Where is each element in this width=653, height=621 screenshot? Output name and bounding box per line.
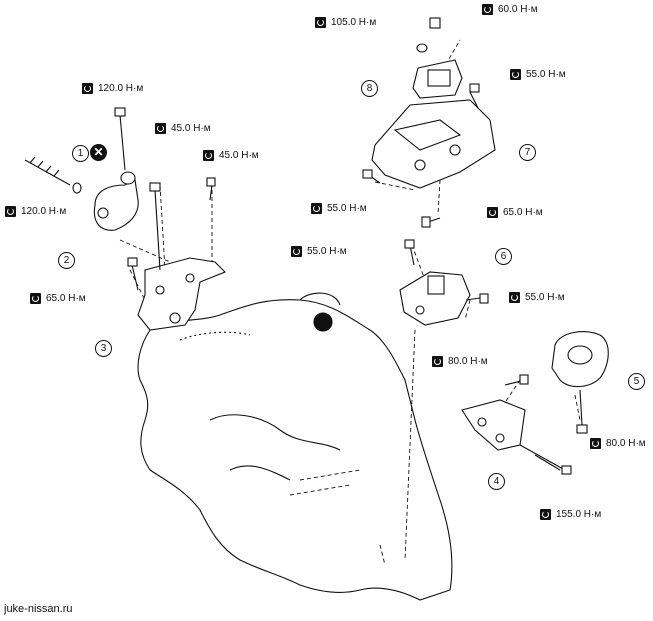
torque-label-55-left: 55.0 Н·м (311, 203, 367, 214)
torque-label-45-b: 45.0 Н·м (203, 150, 259, 161)
torque-value: 65.0 Н·м (46, 293, 86, 304)
torque-label-105: 105.0 Н·м (315, 17, 376, 28)
callout-6: 6 (495, 248, 512, 265)
torque-value: 55.0 Н·м (525, 292, 565, 303)
callout-8: 8 (361, 80, 378, 97)
callout-7: 7 (519, 144, 536, 161)
x-circle-icon: ✕ (90, 144, 107, 161)
callout-1: 1 (72, 145, 89, 162)
torque-value: 45.0 Н·м (171, 123, 211, 134)
torque-label-80-part4: 80.0 Н·м (432, 356, 488, 367)
torque-value: 45.0 Н·м (219, 150, 259, 161)
torque-value: 55.0 Н·м (307, 246, 347, 257)
torque-wrench-icon (82, 83, 93, 94)
part-7-bracket (371, 99, 496, 189)
torque-wrench-icon (509, 292, 520, 303)
engine-outline (137, 299, 453, 601)
torque-wrench-icon (590, 438, 601, 449)
torque-value: 80.0 Н·м (448, 356, 488, 367)
torque-wrench-icon (155, 123, 166, 134)
part-3-bracket (137, 257, 226, 331)
torque-value: 55.0 Н·м (327, 203, 367, 214)
torque-value: 65.0 Н·м (503, 207, 543, 218)
torque-label-155: 155.0 Н·м (540, 509, 601, 520)
callout-3: 3 (95, 340, 112, 357)
torque-wrench-icon (432, 356, 443, 367)
torque-value: 155.0 Н·м (556, 509, 602, 520)
torque-label-120-rear-bolt: 120.0 Н·м (82, 83, 143, 94)
torque-value: 60.0 Н·м (498, 4, 538, 15)
torque-value: 55.0 Н·м (526, 69, 566, 80)
part-2-mount (93, 179, 139, 231)
torque-label-60: 60.0 Н·м (482, 4, 538, 15)
torque-label-55-mid: 55.0 Н·м (291, 246, 347, 257)
torque-value: 120.0 Н·м (98, 83, 144, 94)
torque-wrench-icon (311, 203, 322, 214)
torque-label-55-top-right: 55.0 Н·м (510, 69, 566, 80)
part-6-mount (399, 271, 471, 326)
callout-2: 2 (58, 252, 75, 269)
torque-wrench-icon (487, 207, 498, 218)
torque-label-55-part6: 55.0 Н·м (509, 292, 565, 303)
torque-wrench-icon (510, 69, 521, 80)
callout-5: 5 (628, 373, 645, 390)
torque-wrench-icon (203, 150, 214, 161)
torque-wrench-icon (315, 17, 326, 28)
watermark: juke-nissan.ru (4, 603, 73, 615)
torque-wrench-icon (482, 4, 493, 15)
torque-wrench-icon (30, 293, 41, 304)
torque-label-120-side-bolt: 120.0 Н·м (5, 206, 66, 217)
callout-4: 4 (488, 473, 505, 490)
torque-value: 105.0 Н·м (331, 17, 377, 28)
part-4-bracket (461, 399, 526, 451)
part-5-mount (551, 331, 609, 388)
torque-wrench-icon (5, 206, 16, 217)
torque-value: 120.0 Н·м (21, 206, 67, 217)
torque-label-45-a: 45.0 Н·м (155, 123, 211, 134)
torque-label-65-bracket: 65.0 Н·м (30, 293, 86, 304)
torque-value: 80.0 Н·м (606, 438, 646, 449)
torque-label-65-right: 65.0 Н·м (487, 207, 543, 218)
torque-wrench-icon (540, 509, 551, 520)
torque-wrench-icon (291, 246, 302, 257)
torque-label-80-part5: 80.0 Н·м (590, 438, 646, 449)
